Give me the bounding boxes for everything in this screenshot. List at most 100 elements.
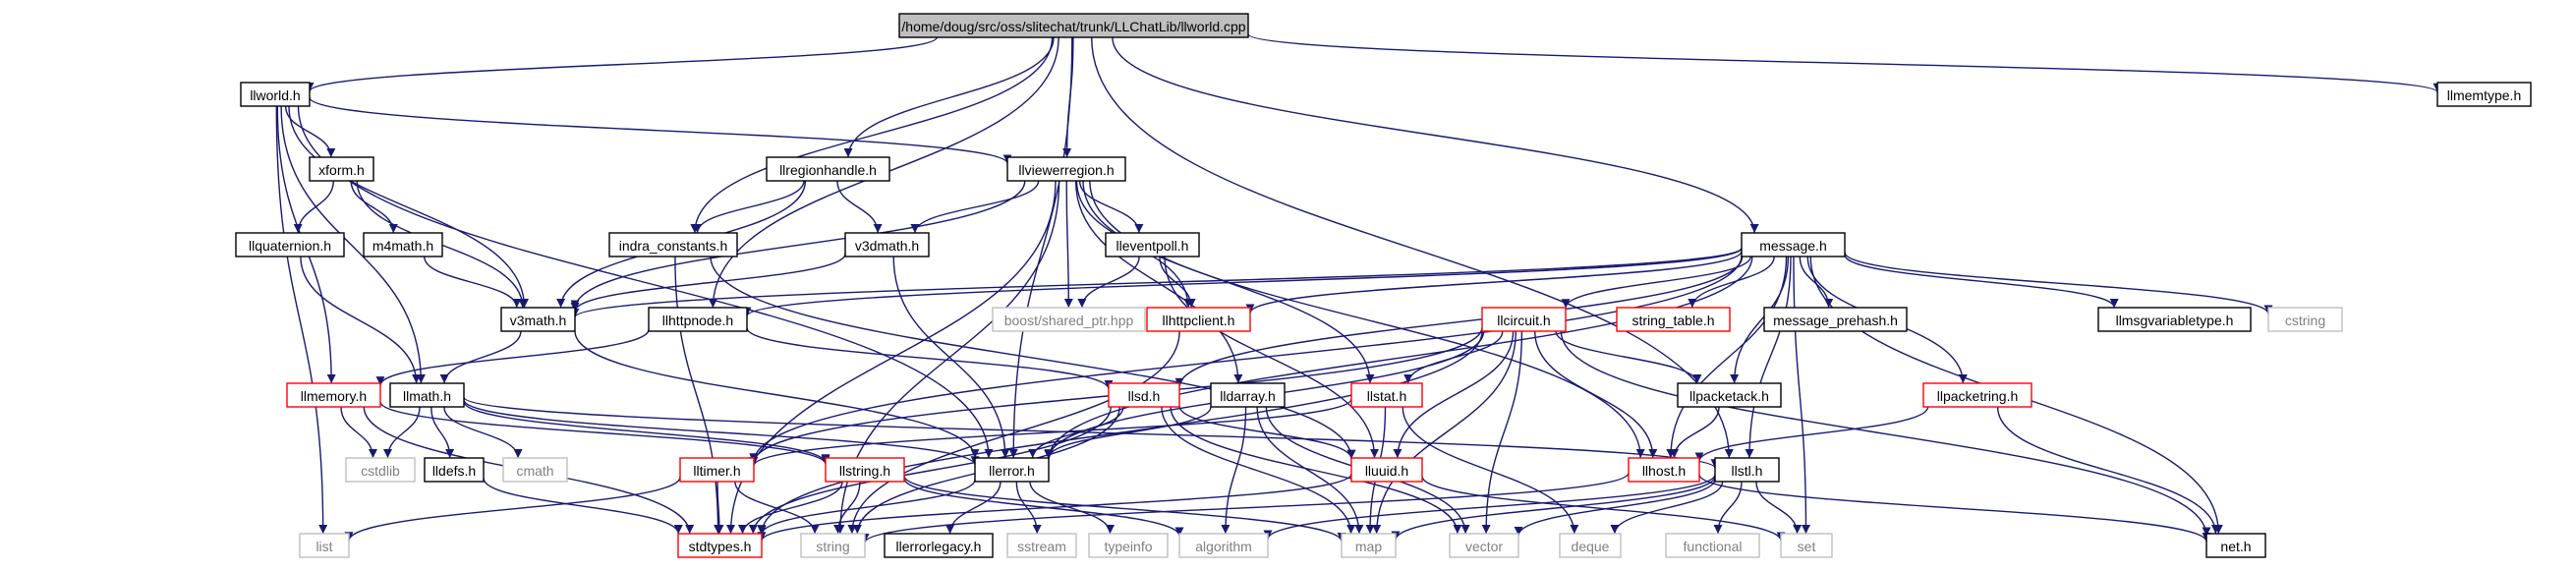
- node-llhttpnode[interactable]: llhttpnode.h: [648, 307, 748, 332]
- edge-message-to-string_table: [1688, 256, 1775, 309]
- node-box-boost_shared_ptr: [992, 307, 1146, 332]
- node-label-llworld: llworld.h: [250, 87, 300, 103]
- node-lltimer[interactable]: lltimer.h: [679, 457, 755, 483]
- node-m4math[interactable]: m4math.h: [363, 232, 443, 257]
- node-llstat[interactable]: llstat.h: [1350, 382, 1423, 408]
- edge-root-to-llstl: [1091, 36, 1734, 459]
- node-lldarray[interactable]: lldarray.h: [1210, 382, 1286, 408]
- edge-llerror-to-stdtypes: [757, 479, 976, 536]
- edge-llmath-to-llstl: [463, 396, 1720, 469]
- node-llmsgvariabletype[interactable]: llmsgvariabletype.h: [2097, 307, 2252, 332]
- node-box-llerror: [974, 457, 1050, 483]
- edge-message-to-llerror: [1044, 256, 1753, 460]
- node-v3math[interactable]: v3math.h: [500, 307, 576, 332]
- node-typeinfo: typeinfo: [1088, 533, 1169, 558]
- node-algorithm: algorithm: [1178, 533, 1269, 558]
- node-llstl[interactable]: llstl.h: [1714, 457, 1780, 483]
- node-root[interactable]: /home/doug/src/oss/slitechat/trunk/LLCha…: [898, 13, 1249, 38]
- edge-llworld-to-llmath: [280, 105, 426, 384]
- node-xform[interactable]: xform.h: [309, 156, 374, 182]
- node-label-string_table: string_table.h: [1631, 313, 1714, 328]
- node-box-indra_constants: [608, 232, 738, 257]
- node-llmemory[interactable]: llmemory.h: [286, 382, 381, 408]
- node-box-llsd: [1108, 382, 1180, 408]
- node-llregionhandle[interactable]: llregionhandle.h: [766, 156, 890, 182]
- node-lluuid[interactable]: lluuid.h: [1350, 457, 1423, 483]
- node-indra_constants[interactable]: indra_constants.h: [608, 232, 738, 257]
- node-box-llmsgvariabletype: [2097, 307, 2252, 332]
- node-box-v3dmath: [844, 232, 930, 257]
- edge-llhost-to-net: [1698, 474, 2211, 542]
- node-llworld[interactable]: llworld.h: [240, 82, 311, 107]
- node-llmath[interactable]: llmath.h: [389, 382, 465, 408]
- edge-llsd-to-map: [1161, 406, 1356, 535]
- node-label-message_prehash: message_prehash.h: [1773, 313, 1898, 328]
- edge-llhttpnode-to-llmemory: [375, 329, 650, 386]
- node-v3dmath[interactable]: v3dmath.h: [844, 232, 930, 257]
- node-string: string: [800, 533, 866, 558]
- edge-llregionhandle-to-indra_constants: [693, 180, 805, 234]
- node-llstring[interactable]: llstring.h: [825, 457, 905, 483]
- node-list: list: [299, 533, 350, 558]
- node-llpacketack[interactable]: llpacketack.h: [1677, 382, 1782, 408]
- node-llerrorlegacy[interactable]: llerrorlegacy.h: [884, 533, 994, 558]
- node-lleventpoll[interactable]: lleventpoll.h: [1105, 232, 1200, 257]
- edge-llhost-to-string: [860, 472, 1630, 543]
- edge-llstring-to-string: [833, 481, 861, 535]
- edge-llstring-to-algorithm: [903, 478, 1184, 537]
- edge-llstring-to-map: [903, 475, 1346, 542]
- node-llmemtype[interactable]: llmemtype.h: [2436, 82, 2532, 107]
- node-llsd[interactable]: llsd.h: [1108, 382, 1180, 408]
- node-box-llregionhandle: [766, 156, 890, 182]
- node-label-lleventpoll: lleventpoll.h: [1116, 238, 1189, 254]
- node-box-lldarray: [1210, 382, 1286, 408]
- node-message[interactable]: message.h: [1741, 232, 1846, 257]
- node-label-map: map: [1355, 539, 1382, 554]
- edge-root-to-llworld: [305, 36, 938, 92]
- edge-llcircuit-to-lluuid: [1393, 330, 1515, 459]
- edge-llsd-to-vector: [1170, 406, 1462, 535]
- node-box-message: [1741, 232, 1846, 257]
- node-label-llmemory: llmemory.h: [301, 388, 367, 404]
- node-string_table[interactable]: string_table.h: [1616, 307, 1731, 332]
- node-box-string_table: [1616, 307, 1731, 332]
- edge-llpacketack-to-llhost: [1670, 406, 1720, 459]
- node-box-lldefs: [424, 457, 485, 483]
- edge-llworld-to-list: [275, 105, 328, 535]
- edge-llstl-to-algorithm: [1263, 474, 1716, 540]
- node-box-m4math: [363, 232, 443, 257]
- node-cstdlib: cstdlib: [345, 457, 416, 483]
- node-label-cmath: cmath: [516, 463, 553, 479]
- node-label-sstream: sstream: [1017, 539, 1066, 554]
- node-cstring: cstring: [2267, 307, 2343, 332]
- node-net[interactable]: net.h: [2205, 533, 2266, 558]
- node-lldefs[interactable]: lldefs.h: [424, 457, 485, 483]
- node-llviewerregion[interactable]: llviewerregion.h: [1006, 156, 1126, 182]
- node-llhost[interactable]: llhost.h: [1628, 457, 1700, 483]
- node-label-cstdlib: cstdlib: [361, 463, 400, 479]
- edge-llsd-to-lluuid: [1178, 405, 1356, 460]
- node-box-xform: [309, 156, 374, 182]
- node-box-stdtypes: [677, 533, 763, 558]
- node-box-llmemtype: [2436, 82, 2532, 107]
- node-llpacketring[interactable]: llpacketring.h: [1922, 382, 2032, 408]
- edge-root-to-message: [1112, 36, 1759, 234]
- node-label-llhost: llhost.h: [1642, 463, 1686, 479]
- node-label-llstat: llstat.h: [1367, 388, 1406, 404]
- node-label-root: /home/doug/src/oss/slitechat/trunk/LLCha…: [901, 19, 1245, 34]
- node-llcircuit[interactable]: llcircuit.h: [1481, 307, 1567, 332]
- node-label-list: list: [315, 539, 332, 554]
- node-stdtypes[interactable]: stdtypes.h: [677, 533, 763, 558]
- edge-lldarray-to-map: [1256, 406, 1364, 535]
- node-llquaternion[interactable]: llquaternion.h: [235, 232, 345, 257]
- edge-llregionhandle-to-v3dmath: [836, 180, 883, 234]
- edge-llerror-to-llerrorlegacy: [945, 481, 1002, 535]
- node-box-llstat: [1350, 382, 1423, 408]
- node-llhttpclient[interactable]: llhttpclient.h: [1146, 307, 1251, 332]
- edge-llcircuit-to-net: [1560, 330, 2211, 537]
- node-message_prehash[interactable]: message_prehash.h: [1763, 307, 1908, 332]
- node-llerror[interactable]: llerror.h: [974, 457, 1050, 483]
- edge-message-to-set: [1793, 256, 1810, 535]
- edge-llcircuit-to-llhost: [1534, 330, 1658, 459]
- edge-llstl-to-set: [1755, 481, 1803, 535]
